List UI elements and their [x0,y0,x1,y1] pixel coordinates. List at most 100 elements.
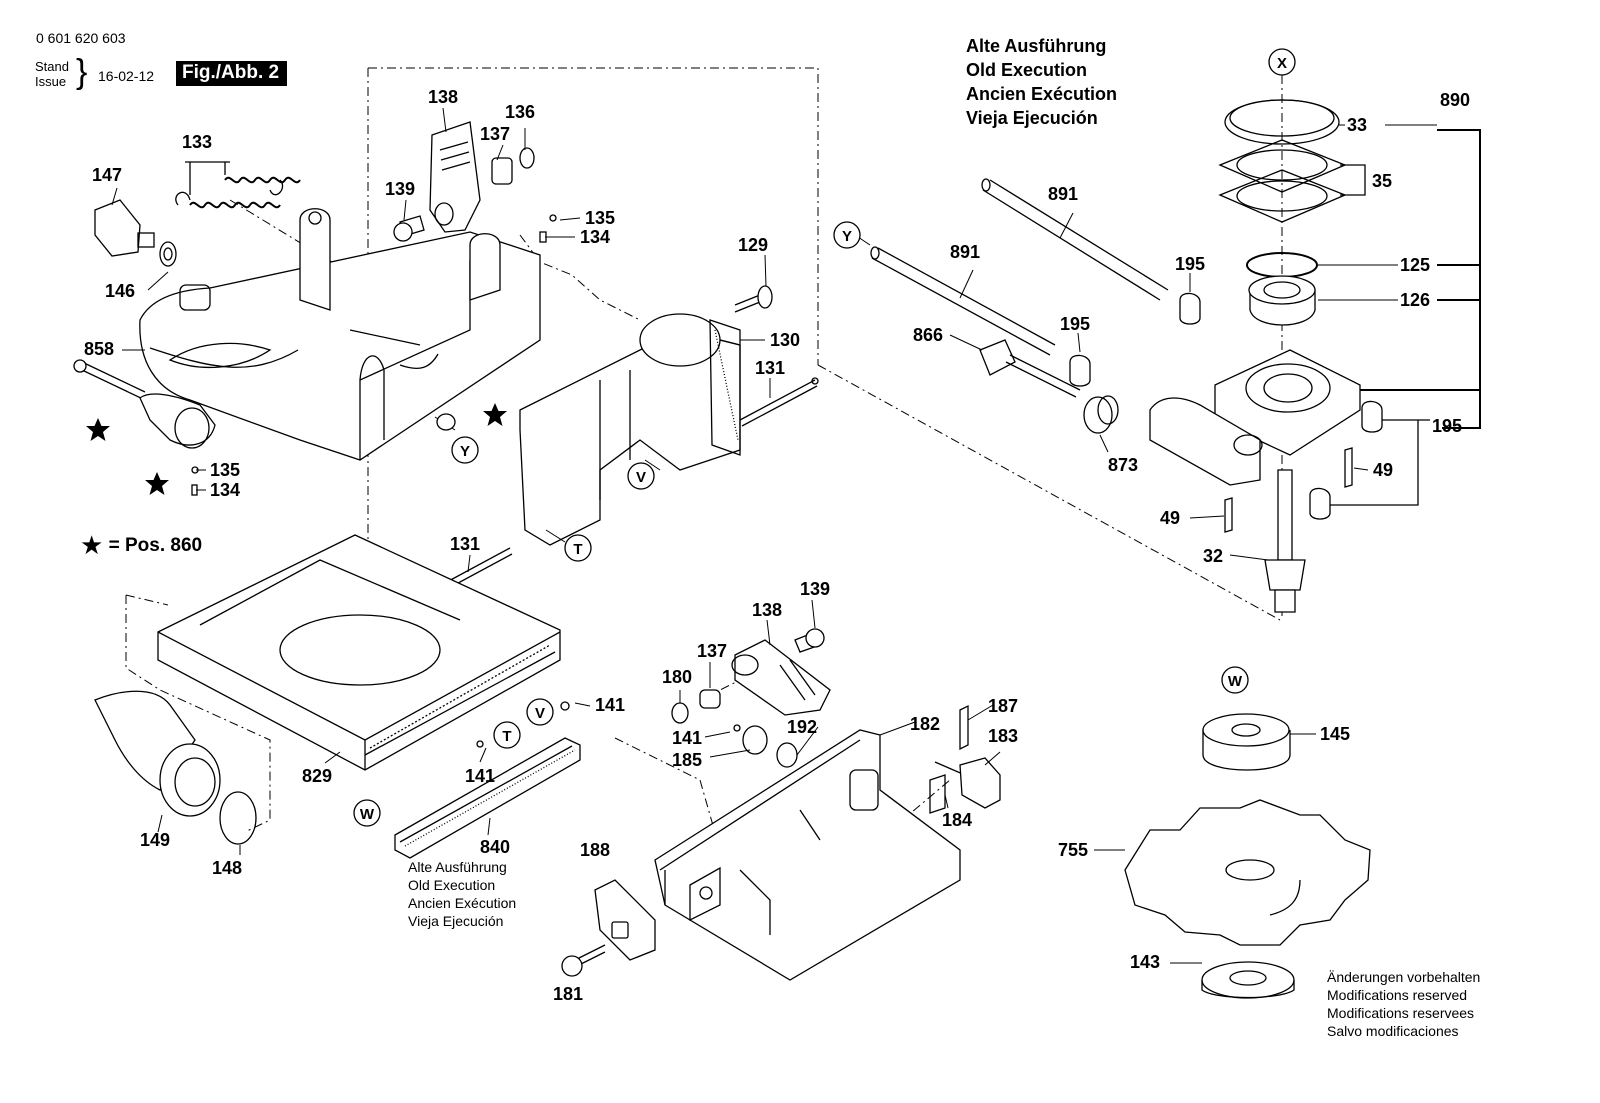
ref-x-label: X [1277,55,1287,72]
part-135-top: 135 [585,208,615,228]
old-execution-bottom-en: Old Execution [408,877,496,893]
ref-circle-w-base [353,799,381,827]
pin-129 [734,285,773,313]
issue-date: 16-02-12 [98,68,155,84]
ref-t-mid-label: T [573,541,582,558]
screw-866 [979,339,1081,398]
header-brace: } [76,53,88,91]
fence-182 [654,729,961,981]
part-149: 149 [140,830,170,850]
part-138-top: 138 [428,87,458,107]
knob-873 [1083,395,1119,434]
bearing-126 [1248,275,1316,326]
rod-131-top [739,377,819,427]
ref-circle-x [1268,48,1296,76]
hose-149 [94,690,221,817]
old-execution-bottom-fr: Ancien Exécution [408,895,517,911]
ref-w-blade-label: W [1228,673,1243,690]
part-891-mid: 891 [950,242,980,262]
part-141-right: 141 [595,695,625,715]
rods-891 [870,178,1169,356]
old-execution-bottom-es: Vieja Ejecución [408,913,504,929]
ref-circle-t-mid [564,534,592,562]
brace-195 [1330,419,1430,506]
part-129: 129 [738,235,768,255]
ref-circle-w-blade [1221,666,1249,694]
star-legend-text: = Pos. 860 [108,535,203,556]
part-35: 35 [1372,171,1392,191]
ref-w-base-label: W [360,806,375,823]
part-136: 136 [505,102,535,122]
modifications-fr: Modifications reservees [1327,1005,1475,1021]
part-139-bottom: 139 [800,579,830,599]
part-147: 147 [92,165,122,185]
part-181: 181 [553,984,583,1004]
star-legend: ★ = Pos. 860 [80,530,202,561]
part-134-left: 134 [210,480,240,500]
part-49-right: 49 [1373,460,1393,480]
brace-35 [1340,164,1366,196]
part-829: 829 [302,766,332,786]
knob-147 [94,199,177,267]
part-138-bottom: 138 [752,600,782,620]
part-195-right: 195 [1432,416,1462,436]
ref-y-left-label: Y [460,443,470,460]
old-execution-fr: Ancien Exécution [966,84,1118,104]
part-146: 146 [105,281,135,301]
knob-183 [934,757,1001,809]
part-number: 0 601 620 603 [36,30,126,46]
ref-circle-y-left [451,436,479,464]
part-137-bottom: 137 [697,641,727,661]
part-755: 755 [1058,840,1088,860]
star-icon: ★ [80,530,104,560]
lever-138-top [393,121,535,242]
star-icons [86,403,507,495]
brace-133 [185,161,230,195]
part-49-left: 49 [1160,508,1180,528]
bracket-890 [1360,129,1481,429]
part-192: 192 [787,717,817,737]
old-execution-de: Alte Ausführung [966,36,1107,56]
part-125: 125 [1400,255,1430,275]
modifications-en: Modifications reserved [1327,987,1468,1003]
part-33: 33 [1347,115,1367,135]
screw-181 [561,944,606,977]
ref-v-mid-label: V [636,469,646,486]
modifications-note: Änderungen vorbehalten Modifications res… [1327,968,1480,1040]
ref-v-base-label: V [535,705,545,722]
old-execution-en: Old Execution [966,60,1088,80]
part-134-top: 134 [580,227,610,247]
part-188: 188 [580,840,610,860]
rack-840 [394,737,581,859]
bushings-195 [1069,292,1383,520]
screws-49 [1224,447,1353,533]
part-195-mid: 195 [1060,314,1090,334]
part-890: 890 [1440,90,1470,110]
guard-130 [519,313,741,546]
part-182: 182 [910,714,940,734]
ref-circle-v-base [526,698,554,726]
part-139-top: 139 [385,179,415,199]
ring-148 [219,791,257,845]
part-184: 184 [942,810,972,830]
part-145: 145 [1320,724,1350,744]
old-execution-es: Vieja Ejecución [966,108,1098,128]
part-135-left: 135 [210,460,240,480]
flange-145 [1202,713,1291,771]
part-133: 133 [182,132,212,152]
part-137-top: 137 [480,124,510,144]
modifications-de: Änderungen vorbehalten [1327,969,1481,985]
issue-label: Issue [35,74,67,89]
spindle-32 [1264,469,1306,613]
ref-circle-v-mid [627,462,655,490]
part-131-top: 131 [755,358,785,378]
old-execution-top: Alte Ausführung Old Execution Ancien Exé… [966,34,1117,130]
modifications-es: Salvo modificaciones [1327,1023,1459,1039]
part-143: 143 [1130,952,1160,972]
housing-858 [139,208,541,461]
part-891-top: 891 [1048,184,1078,204]
ref-t-base-label: T [502,728,511,745]
ref-y-right-label: Y [842,228,852,245]
lever-138-bottom [671,628,831,768]
